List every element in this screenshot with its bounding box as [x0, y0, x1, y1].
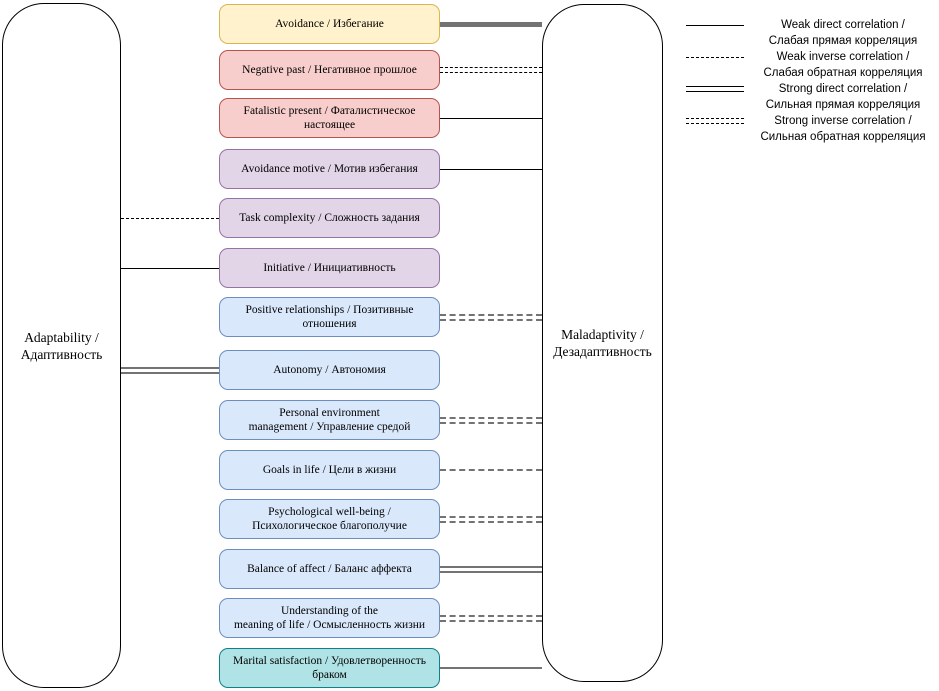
node-personal-environment-management: Personal environment management / Управле…: [219, 400, 440, 440]
connector-positive-relationships-strong-inverse: [440, 314, 542, 321]
node-label-line: Balance of affect / Баланс аффекта: [247, 563, 412, 575]
node-avoidance: Avoidance / Избегание: [219, 4, 440, 44]
node-label-line: настоящее: [303, 119, 356, 131]
node-initiative: Initiative / Инициативность: [219, 248, 440, 288]
legend-label-line: Сильная прямая корреляция: [765, 99, 921, 111]
legend: Weak direct correlation / Слабая прямая к…: [686, 17, 936, 145]
legend-label-line: Weak inverse correlation /: [776, 51, 910, 63]
connector-avoidance-strong-direct: [440, 22, 542, 27]
connector-autonomy-strong-direct: [121, 367, 219, 374]
node-label-line: Autonomy / Автономия: [273, 364, 386, 376]
node-label-line: management / Управление средой: [248, 421, 411, 433]
legend-item-strong-direct: Strong direct correlation / Сильная пряма…: [686, 81, 936, 113]
node-fatalistic-present: Fatalistic present / Фаталистическое наст…: [219, 98, 440, 138]
legend-label-line: Weak direct correlation /: [781, 19, 905, 31]
legend-label: Strong inverse correlation / Сильная обра…: [750, 113, 936, 145]
node-balance-of-affect: Balance of affect / Баланс аффекта: [219, 549, 440, 589]
connector-negative-past-strong-inverse: [440, 67, 542, 73]
node-understanding-meaning-of-life: Understanding of the meaning of life / Ос…: [219, 598, 440, 638]
node-adaptability: Adaptability / Адаптивность: [2, 3, 121, 688]
node-label-line: Avoidance motive / Мотив избегания: [241, 163, 418, 175]
node-label-line: Психологическое благополучие: [252, 520, 407, 532]
node-positive-relationships: Positive relationships / Позитивные отнош…: [219, 297, 440, 337]
node-label-line: Negative past / Негативное прошлое: [242, 64, 417, 76]
connector-marital-satisfaction-weak-direct: [440, 667, 542, 669]
connector-initiative-weak-direct: [121, 268, 219, 269]
node-maladaptivity: Maladaptivity / Дезадаптивность: [542, 4, 663, 682]
node-label-line: Marital satisfaction / Удовлетворенность: [233, 655, 426, 667]
legend-label-line: Strong inverse correlation /: [774, 115, 912, 127]
node-task-complexity: Task complexity / Сложность задания: [219, 198, 440, 238]
node-avoidance-motive: Avoidance motive / Мотив избегания: [219, 149, 440, 189]
connector-goals-in-life-weak-inverse: [440, 469, 542, 471]
node-goals-in-life: Goals in life / Цели в жизни: [219, 450, 440, 490]
legend-label-line: Сильная обратная корреляция: [760, 131, 926, 143]
legend-item-weak-inverse: Weak inverse correlation / Слабая обратна…: [686, 49, 936, 81]
connector-balance-of-affect-strong-direct: [440, 566, 542, 573]
node-marital-satisfaction: Marital satisfaction / Удовлетворенность…: [219, 648, 440, 688]
node-label-line: Personal environment: [279, 407, 380, 419]
node-label-line: Understanding of the: [280, 605, 379, 617]
legend-line-sample-weak-direct: [686, 17, 744, 33]
node-label-line: отношения: [302, 318, 357, 330]
connector-understanding-meaning-of-life-strong-inverse: [440, 615, 542, 622]
legend-line-sample-strong-direct: [686, 81, 744, 97]
legend-item-strong-inverse: Strong inverse correlation / Сильная обра…: [686, 113, 936, 145]
node-label-line: Fatalistic present / Фаталистическое: [243, 105, 416, 117]
node-label-line: Avoidance / Избегание: [275, 18, 384, 30]
node-label-line: meaning of life / Осмысленность жизни: [233, 619, 426, 631]
legend-line-sample-weak-inverse: [686, 49, 744, 65]
node-label-line: Task complexity / Сложность задания: [239, 212, 420, 224]
connector-psychological-well-being-strong-inverse: [440, 516, 542, 523]
legend-label-line: Strong direct correlation /: [778, 83, 908, 95]
connector-avoidance-motive-weak-direct: [440, 169, 542, 170]
node-label-line: браком: [312, 669, 347, 681]
node-label-line: Initiative / Инициативность: [263, 262, 396, 274]
node-label-line: Positive relationships / Позитивные: [245, 304, 414, 316]
node-autonomy: Autonomy / Автономия: [219, 350, 440, 390]
legend-label-line: Слабая прямая корреляция: [768, 35, 918, 47]
node-label-line: Goals in life / Цели в жизни: [262, 464, 397, 476]
node-psychological-well-being: Psychological well-being / Психологическо…: [219, 499, 440, 539]
node-label-line: Psychological well-being /: [268, 506, 391, 518]
connector-personal-environment-management-strong-inverse: [440, 417, 542, 424]
connector-task-complexity-weak-inverse: [121, 218, 219, 219]
legend-line-sample-strong-inverse: [686, 113, 744, 129]
legend-label: Weak direct correlation / Слабая прямая к…: [750, 17, 936, 49]
connector-fatalistic-present-weak-direct: [440, 118, 542, 119]
legend-label: Weak inverse correlation / Слабая обратна…: [750, 49, 936, 81]
legend-label: Strong direct correlation / Сильная пряма…: [750, 81, 936, 113]
node-negative-past: Negative past / Негативное прошлое: [219, 50, 440, 90]
legend-label-line: Слабая обратная корреляция: [763, 67, 923, 79]
legend-item-weak-direct: Weak direct correlation / Слабая прямая к…: [686, 17, 936, 49]
